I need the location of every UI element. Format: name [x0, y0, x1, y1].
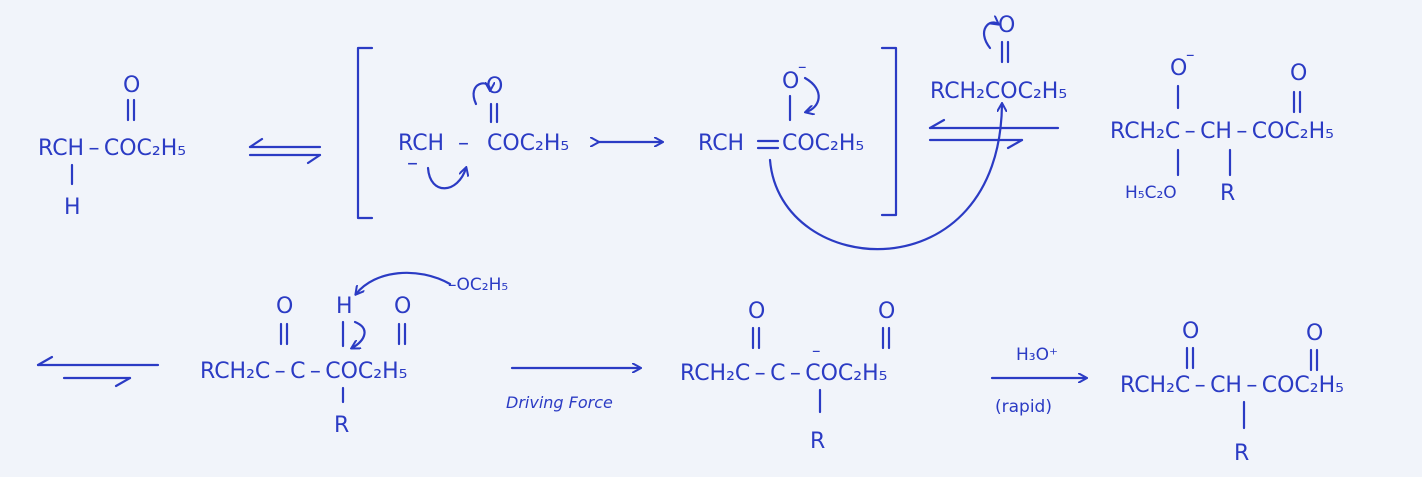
structure-product: RCH₂C – CH – COC₂H₅ O O R — [1120, 319, 1344, 466]
tetrahedral-ester-oxygen: O — [1290, 61, 1307, 86]
keto-ester-formula: RCH₂C – C – COC₂H₅ — [200, 359, 407, 384]
enolate-rch: RCH — [398, 131, 444, 156]
curved-arrow-ch-bond — [352, 320, 366, 348]
structure-enolate-oxyanion: RCH COC₂H₅ O – — [698, 57, 864, 156]
stabilized-enolate-r-group: R — [810, 429, 825, 454]
product-formula: RCH₂C – CH – COC₂H₅ — [1120, 373, 1344, 398]
ester-formula: RCH – COC₂H₅ — [38, 136, 186, 161]
structure-second-ester: RCH₂COC₂H₅ O — [930, 13, 1067, 104]
product-ketone-oxygen: O — [1182, 319, 1199, 344]
acid-reagent: H₃O⁺ — [1016, 345, 1058, 365]
curved-arrow-nucleophilic-attack — [768, 104, 1002, 251]
structure-enolate-carbanion: RCH – – COC₂H₅ O — [398, 74, 569, 190]
tetrahedral-ethoxy-group: H₅C₂O — [1125, 183, 1177, 203]
stabilized-enolate-ester-oxygen: O — [878, 299, 895, 324]
enolate-oxyanion-oxygen: O — [782, 69, 799, 94]
curved-arrow-oxyanion — [805, 76, 820, 112]
stabilized-enolate-ketone-oxygen: O — [748, 299, 765, 324]
second-ester-oxygen: O — [998, 13, 1015, 38]
enolate-dash: – — [458, 131, 469, 156]
enolate-carbanion-charge: – — [407, 151, 418, 176]
enolate-ester: COC₂H₅ — [487, 131, 569, 156]
ester-carbonyl-oxygen: O — [123, 73, 140, 98]
stabilized-enolate-carbanion-charge: – — [812, 341, 821, 361]
curved-arrow-carbonyl — [472, 83, 490, 106]
curved-arrow-carbanion — [426, 168, 466, 190]
equilibrium-arrow-2 — [928, 118, 1060, 150]
ethoxide-base: –OC₂H₅ — [448, 275, 508, 295]
structure-beta-keto-ester: RCH₂C – C – COC₂H₅ O H O R –OC₂H₅ — [200, 271, 508, 438]
structure-stabilized-enolate: RCH₂C – C – COC₂H₅ O – O R — [680, 299, 895, 454]
enolate-ene-rch: RCH — [698, 131, 744, 156]
keto-ester-alpha-hydrogen: H — [336, 294, 353, 319]
structure-ester: RCH – COC₂H₅ O H — [38, 73, 186, 220]
tetrahedral-alkoxide-oxygen: O — [1170, 56, 1187, 81]
resonance-bracket-left — [356, 46, 374, 220]
stabilized-enolate-formula: RCH₂C – C – COC₂H₅ — [680, 361, 887, 386]
enolate-ene-ester: COC₂H₅ — [782, 131, 864, 156]
driving-force-label: Driving Force — [506, 393, 613, 412]
keto-ester-ester-oxygen: O — [394, 294, 411, 319]
tetrahedral-alkoxide-charge: – — [1186, 45, 1195, 65]
tetrahedral-formula: RCH₂C – CH – COC₂H₅ — [1110, 119, 1334, 144]
keto-ester-r-group: R — [334, 413, 349, 438]
second-ester-formula: RCH₂COC₂H₅ — [930, 79, 1067, 104]
product-ester-oxygen: O — [1306, 321, 1323, 346]
equilibrium-arrow-3 — [36, 355, 160, 388]
equilibrium-arrow-1 — [248, 137, 322, 165]
keto-ester-ketone-oxygen: O — [276, 294, 293, 319]
enolate-oxyanion-charge: – — [798, 57, 807, 77]
product-r-group: R — [1234, 441, 1249, 466]
acid-condition: (rapid) — [995, 397, 1052, 417]
structure-tetrahedral-intermediate: RCH₂C – CH – COC₂H₅ O – O H₅C₂O R — [1110, 45, 1334, 206]
tetrahedral-r-group: R — [1220, 181, 1235, 206]
curved-arrow-ethoxide-attack — [356, 271, 452, 294]
curved-arrow-second-carbonyl — [983, 22, 998, 50]
resonance-bracket-right — [880, 46, 898, 217]
ester-alpha-hydrogen: H — [64, 195, 81, 220]
